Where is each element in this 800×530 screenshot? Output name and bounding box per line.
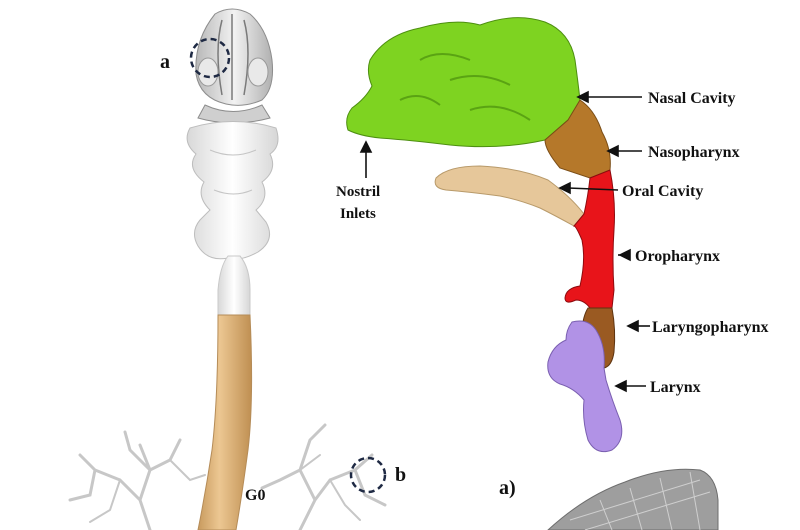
leader-lines [359,90,650,393]
marker-a-label: a [160,51,170,73]
generation-label: G0 [245,487,265,504]
marker-b-circle [349,456,387,494]
nasal-cavity-region [346,17,581,148]
marker-b-label: b [395,464,406,486]
pharynx-white-section [186,121,279,260]
oral-cavity-region [434,165,585,227]
label-nasopharynx: Nasopharynx [648,144,740,161]
label-oral-cavity: Oral Cavity [622,183,703,200]
label-laryngopharynx: Laryngopharynx [652,319,768,336]
mesh-preview [547,468,719,530]
label-oropharynx: Oropharynx [635,248,720,265]
label-inlets: Inlets [340,206,376,222]
panel-label: a) [499,477,516,499]
oropharynx-region [564,169,615,309]
bronchial-tree-left [68,430,206,530]
label-nasal-cavity: Nasal Cavity [648,90,736,107]
bronchial-tree-right [260,423,387,530]
nasal-airway-top-view [195,8,273,124]
trachea [197,314,253,530]
label-nostril: Nostril [336,184,380,200]
larynx-white-section [217,255,251,316]
nasopharynx-region [544,99,611,179]
larynx-region [547,320,623,453]
marker-a-circle [189,37,231,79]
label-larynx: Larynx [650,379,701,396]
